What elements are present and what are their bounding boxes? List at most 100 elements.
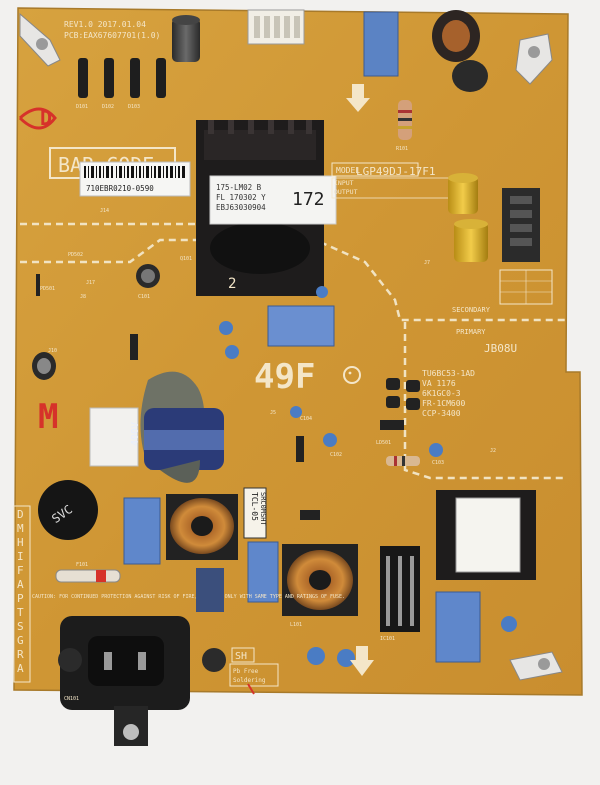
inductor: [432, 10, 488, 92]
svg-text:D102: D102: [102, 104, 114, 110]
primary-label: PRIMARY: [456, 328, 486, 336]
svg-text:C101: C101: [138, 294, 150, 300]
svg-text:S: S: [17, 620, 24, 633]
small-components: [36, 274, 404, 612]
svg-text:CN101: CN101: [64, 696, 79, 702]
svg-text:J7: J7: [424, 260, 430, 266]
x-capacitor: [267, 305, 335, 347]
svg-text:D: D: [17, 508, 24, 521]
marker-d-glyph: [18, 107, 57, 130]
svg-text:PD502: PD502: [68, 252, 83, 258]
fuse: [55, 569, 121, 583]
svg-text:C102: C102: [330, 452, 342, 458]
main-transformer: 175-LM02 B FL 170302 Y EBJ63030904 172 2: [196, 120, 337, 296]
svg-text:TCL-05: TCL-05: [250, 492, 259, 521]
svg-text:MODEL: MODEL: [336, 166, 360, 175]
svg-text:A: A: [17, 578, 24, 591]
filter-label: TCL-05 SRC0MSHT: [243, 487, 267, 539]
svg-text:J5: J5: [270, 410, 276, 416]
svg-text:Q101: Q101: [180, 256, 192, 262]
pb-free-label: Pb Free: [233, 668, 259, 675]
caution-text: CAUTION: FOR CONTINUED PROTECTION AGAINS…: [32, 594, 345, 600]
standby-transformer: [436, 490, 536, 580]
svg-text:VA 1176: VA 1176: [422, 379, 456, 388]
svg-text:F101: F101: [76, 562, 88, 568]
varistor: SVC: [38, 480, 98, 540]
svg-text:FR-1CM600: FR-1CM600: [422, 399, 466, 408]
svg-text:D101: D101: [76, 104, 88, 110]
heatsink-mount: [89, 407, 139, 467]
transformer-line1: 175-LM02 B: [216, 183, 262, 192]
bulk-capacitor: 400V: [130, 371, 224, 483]
electrolytic-capacitor: [172, 15, 200, 62]
svg-text:6K1GC0-3: 6K1GC0-3: [422, 389, 461, 398]
svg-text:M: M: [17, 522, 24, 535]
size-mark: 49F: [254, 357, 315, 397]
x-capacitor: [435, 591, 481, 663]
x-capacitor: [363, 11, 399, 77]
input-row-label: INPUT: [334, 179, 354, 187]
ref-designators: J14 J17 J8 J10 J2 J7 J5 Q101 PD502 PD501…: [40, 104, 496, 702]
marker-d: D: [40, 106, 52, 130]
side-letter-strip: [13, 505, 31, 683]
electrolytic-capacitor: [454, 219, 488, 262]
svg-text:I: I: [17, 550, 24, 563]
svg-text:J17: J17: [86, 280, 95, 286]
svg-text:J10: J10: [48, 348, 57, 354]
svg-text:C103: C103: [432, 460, 444, 466]
ceramic-capacitor: [219, 286, 517, 667]
marker-m: M: [38, 397, 58, 437]
x-capacitor: [247, 541, 279, 603]
svg-text:C104: C104: [300, 416, 312, 422]
diode-array: [78, 58, 166, 98]
capacitor-voltage: 400V: [130, 422, 141, 446]
svg-text:G: G: [17, 634, 24, 647]
ic-code-block: JB08U TU6BC53-1AD VA 1176 6K1GC0-3 FR-1C…: [422, 342, 517, 418]
white-connector: [247, 9, 305, 45]
pb-free-box: [229, 663, 279, 687]
svg-text:PD501: PD501: [40, 286, 55, 292]
transformer-line2: FL 170302 Y: [216, 193, 266, 202]
transformer-pin-mark: 2: [228, 276, 236, 292]
soldering-label: Soldering: [233, 677, 266, 684]
svg-text:A: A: [17, 662, 24, 675]
svg-text:H: H: [17, 536, 24, 549]
arrow-down-icon: [350, 646, 374, 676]
electrolytic-capacitor: [32, 352, 56, 380]
sh-label-box: [231, 647, 255, 663]
revision-text: REV1.0 2017.01.04: [64, 20, 146, 29]
x-capacitor: [123, 497, 161, 565]
transistor: [386, 378, 420, 410]
barcode-number: 710EBR0210-0590: [86, 184, 154, 193]
svg-text:LD501: LD501: [376, 440, 391, 446]
mounting-bracket: [509, 651, 563, 681]
svg-text:IC101: IC101: [380, 636, 395, 642]
output-row-label: OUTPUT: [334, 188, 358, 196]
power-resistor: [398, 100, 412, 140]
electrolytic-capacitor: [136, 264, 160, 288]
electrolytic-capacitor: [448, 173, 478, 214]
barcode-sticker: 710EBR0210-0590: [79, 161, 191, 197]
mounting-bracket: [19, 12, 61, 67]
svg-text:TU6BC53-1AD: TU6BC53-1AD: [422, 369, 475, 378]
model-label: MODEL LGP49DJ-17F1 INPUT OUTPUT: [331, 162, 463, 199]
transformer-line3: EBJ63030904: [216, 203, 266, 212]
svg-text:R: R: [17, 648, 24, 661]
sh-label: SH: [235, 651, 247, 662]
common-mode-choke: [282, 544, 358, 616]
pcb-code-text: PCB:EAX67607701(1.0): [64, 31, 160, 40]
svg-text:D103: D103: [128, 104, 140, 110]
arrow-down-icon: [346, 84, 370, 112]
svg-text:F: F: [17, 564, 24, 577]
common-mode-choke: [166, 494, 238, 560]
transformer-number: 172: [292, 189, 325, 210]
lg-logo-icon: [343, 366, 361, 384]
ac-power-inlet: [58, 616, 226, 746]
output-connector: [502, 188, 540, 262]
resistor: [386, 456, 420, 466]
svg-text:P: P: [17, 592, 24, 605]
side-letters: D M H I F A P T S G R A: [17, 508, 24, 675]
svg-text:CCP-3400: CCP-3400: [422, 409, 461, 418]
mounting-bracket: [515, 33, 553, 85]
